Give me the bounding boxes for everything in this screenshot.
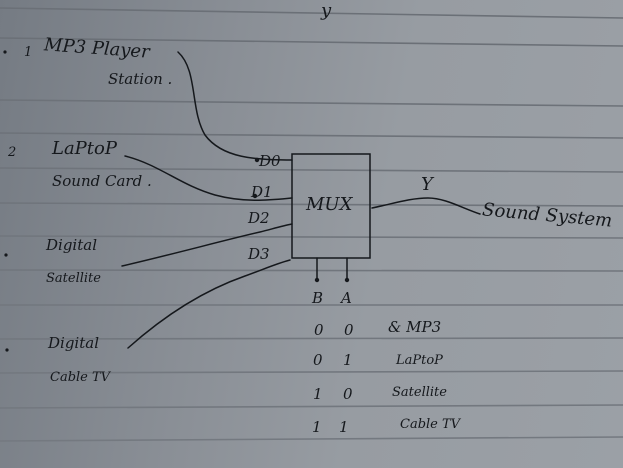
list-dot-3 xyxy=(4,253,8,257)
truth-row-1-a: 0 xyxy=(344,321,354,339)
input-2-line1: LaPtoP xyxy=(52,138,117,159)
wire-d2 xyxy=(121,223,293,267)
mux-output-label: Y xyxy=(421,174,433,195)
input-1-index: 1 xyxy=(24,45,33,60)
input-4-line1: Digital xyxy=(48,334,99,352)
wire-d0 xyxy=(177,51,293,161)
mux-pin-d1: D1 xyxy=(251,183,273,201)
select-dot-a xyxy=(344,277,350,283)
input-1-line2: Station . xyxy=(108,70,173,88)
input-3-line2: Satellite xyxy=(46,271,101,286)
mux-pin-d3: D3 xyxy=(248,245,270,263)
wire-d1 xyxy=(124,155,293,201)
pin-dot-d1 xyxy=(252,193,258,199)
pin-dot-d0 xyxy=(254,157,260,163)
select-dot-b xyxy=(314,277,320,283)
wire-output-y xyxy=(371,197,481,215)
mux-pin-d2: D2 xyxy=(248,209,270,227)
mux-block xyxy=(291,153,371,259)
truth-row-2-a: 1 xyxy=(343,351,353,369)
truth-row-3-source: Satellite xyxy=(392,385,447,400)
truth-table-header-a: A xyxy=(341,289,352,307)
input-2-line2: Sound Card . xyxy=(52,172,152,190)
truth-row-1-source: & MP3 xyxy=(388,318,442,336)
truth-row-4-a: 1 xyxy=(339,418,349,436)
list-dot-1 xyxy=(3,50,7,54)
input-2-index: 2 xyxy=(8,145,17,160)
input-3-line1: Digital xyxy=(46,236,97,254)
truth-row-4-source: Cable TV xyxy=(400,417,461,432)
input-4-line2: Cable TV xyxy=(50,370,111,385)
page-header-mark: y xyxy=(321,0,332,21)
truth-row-3-a: 0 xyxy=(343,385,353,403)
wire-d3 xyxy=(127,259,291,349)
truth-row-1-b: 0 xyxy=(314,321,324,339)
truth-row-2-source: LaPtoP xyxy=(396,353,443,368)
truth-row-2-b: 0 xyxy=(313,351,323,369)
truth-row-4-b: 1 xyxy=(312,418,322,436)
mux-label: MUX xyxy=(306,194,353,215)
truth-row-3-b: 1 xyxy=(313,385,323,403)
mux-pin-d0: D0 xyxy=(259,152,281,170)
truth-table-header-b: B xyxy=(312,289,324,307)
list-dot-4 xyxy=(5,348,9,352)
